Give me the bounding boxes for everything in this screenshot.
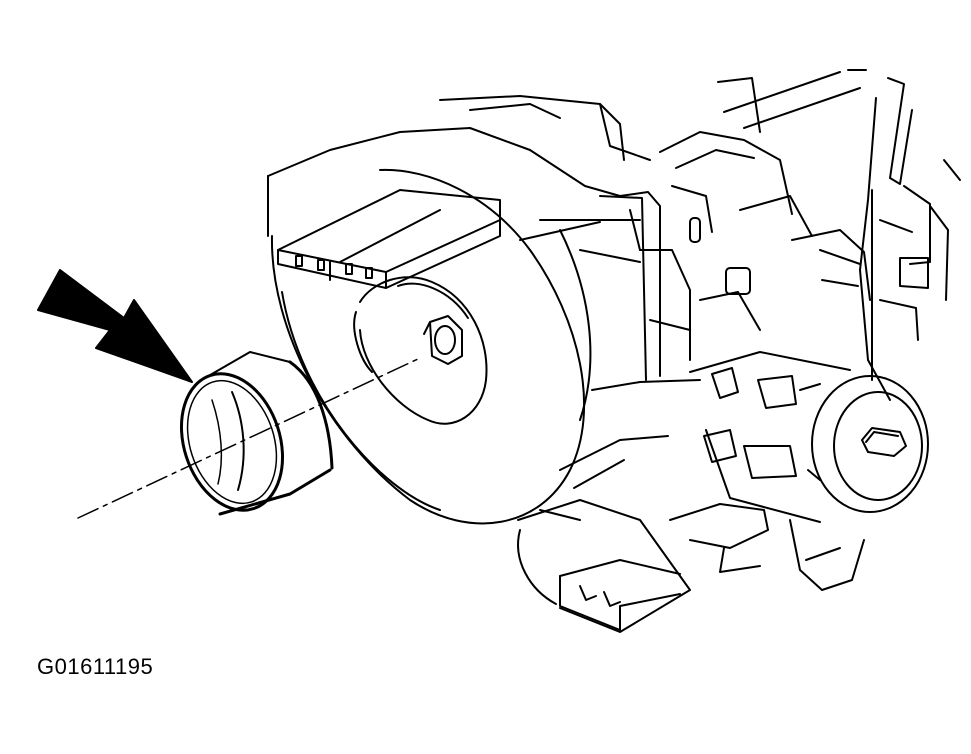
clock-spring-top-connector	[277, 189, 501, 289]
retaining-ring	[179, 351, 334, 516]
bottom-connector	[517, 499, 769, 633]
assembly-axis-line	[77, 357, 421, 519]
multifunction-switch-body	[439, 95, 701, 489]
clock-spring-disc	[267, 127, 621, 525]
ignition-lock-cylinder	[689, 351, 929, 591]
figure-code: G01611195	[37, 654, 154, 679]
column-bracket	[859, 77, 961, 401]
pointer-arrow-icon	[37, 269, 193, 383]
steering-column-tube	[717, 69, 867, 133]
ignition-lock-housing	[659, 131, 871, 331]
